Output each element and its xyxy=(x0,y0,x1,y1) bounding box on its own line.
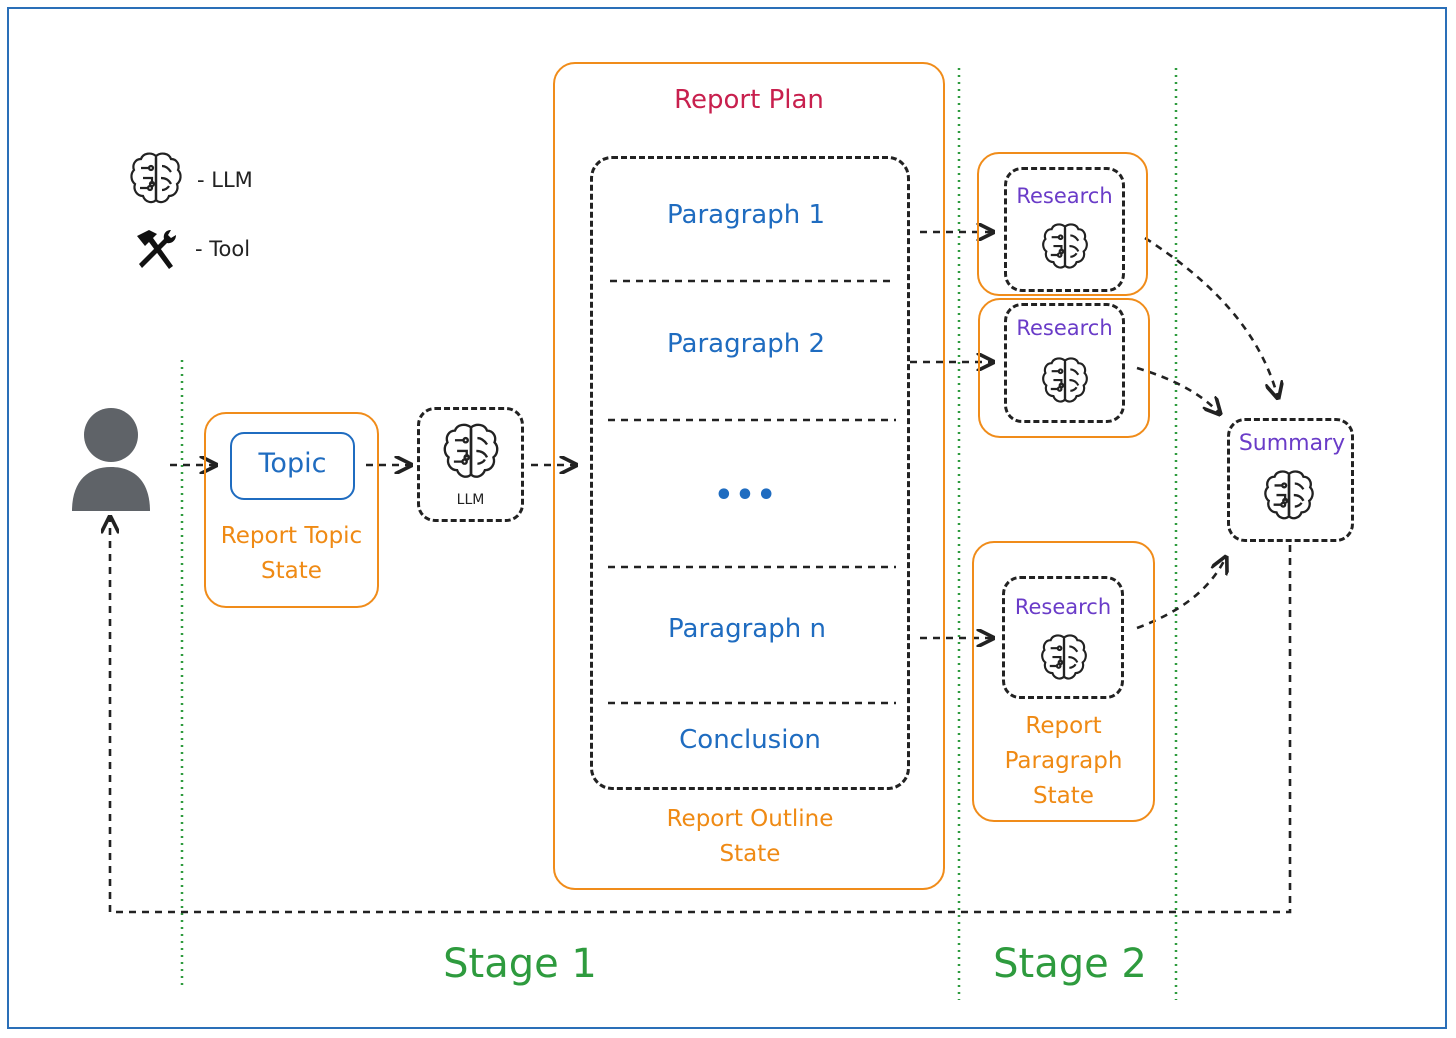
topic-box xyxy=(230,432,355,500)
report-outline-state-line1: Report Outline xyxy=(666,806,834,832)
research-state-box-1 xyxy=(977,152,1148,296)
research-node-3 xyxy=(1002,576,1124,699)
report-outline-state-line2: State xyxy=(719,841,781,867)
report-paragraph-state-line1: Report xyxy=(1025,713,1102,739)
arrow-summary-to-user xyxy=(110,517,1292,914)
research-label-2: Research xyxy=(1016,316,1113,340)
outline-section-paragraph-1: Paragraph 1 xyxy=(667,200,825,230)
brain-icon xyxy=(1041,355,1089,411)
brain-icon xyxy=(442,421,500,487)
report-outline-box xyxy=(590,156,910,790)
summary-node xyxy=(1227,418,1354,542)
report-topic-state-box xyxy=(204,412,379,608)
report-paragraph-state-line2: Paragraph xyxy=(1004,748,1123,774)
brain-icon xyxy=(1263,468,1315,528)
hammer-wrench-icon xyxy=(131,226,179,274)
arrow-research3-to-summary xyxy=(1136,557,1226,630)
summary-label: Summary xyxy=(1238,431,1346,456)
llm-node xyxy=(417,407,524,522)
research-node-2 xyxy=(1004,303,1125,423)
legend-brain-icon xyxy=(129,150,183,212)
llm-node-label: LLM xyxy=(456,492,485,508)
report-plan-box xyxy=(553,62,945,890)
brain-icon xyxy=(1041,221,1089,277)
brain-icon xyxy=(1040,632,1088,688)
research-label-1: Research xyxy=(1016,184,1113,208)
report-paragraph-state-box xyxy=(972,541,1155,822)
report-paragraph-state-line3: State xyxy=(1033,783,1094,809)
topic-label: Topic xyxy=(258,448,327,479)
legend-tool-label: - Tool xyxy=(195,237,251,261)
stage-2-label: Stage 2 xyxy=(993,941,1147,987)
stage-1-label: Stage 1 xyxy=(443,941,597,987)
outline-section-paragraph-2: Paragraph 2 xyxy=(667,329,825,359)
arrow-research1-to-summary xyxy=(1144,236,1278,398)
outline-section-paragraph-n: Paragraph n xyxy=(668,614,826,644)
research-node-1 xyxy=(1004,167,1125,292)
report-topic-state-line1: Report Topic xyxy=(220,523,363,549)
outline-section-ellipsis: ••• xyxy=(714,478,778,513)
report-plan-title: Report Plan xyxy=(674,85,824,115)
outline-section-conclusion: Conclusion xyxy=(679,725,821,755)
diagram-frame xyxy=(7,7,1447,1029)
research-label-3: Research xyxy=(1014,595,1112,619)
legend-llm-label: - LLM xyxy=(197,168,253,192)
report-topic-state-line2: State xyxy=(261,558,322,584)
user-icon xyxy=(70,405,152,517)
research-state-box-2 xyxy=(978,298,1150,438)
